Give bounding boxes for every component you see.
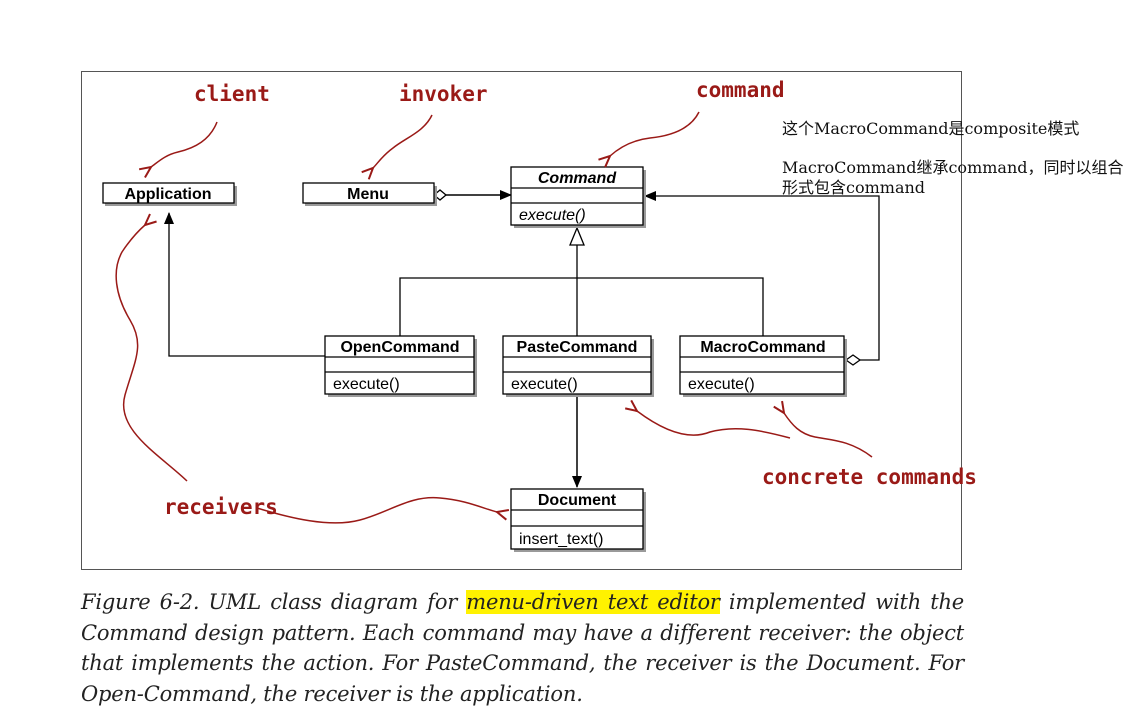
- class-open-command-operation: execute(): [333, 376, 400, 393]
- annotation-concrete-commands: concrete commands: [762, 465, 977, 489]
- generalization-lines: [399, 226, 764, 336]
- annotation-receivers-arrow-right: [256, 496, 497, 524]
- caption-before: Figure 6-2. UML class diagram for: [81, 590, 467, 614]
- annotation-invoker-arrow: [373, 114, 433, 168]
- class-document[interactable]: Document insert_text(): [510, 488, 646, 552]
- class-paste-command-name: PasteCommand: [517, 339, 638, 356]
- macro-command-aggregation: [644, 191, 880, 366]
- class-open-command-name: OpenCommand: [340, 339, 459, 356]
- class-document-name: Document: [538, 492, 617, 509]
- class-application-name: Application: [124, 186, 211, 203]
- class-paste-command[interactable]: PasteCommand execute(): [502, 335, 654, 397]
- annotation-concrete-arrow-left: [637, 411, 791, 439]
- diagram-frame: [81, 71, 962, 570]
- uml-class-diagram: Application Menu Command execute() OpenC…: [102, 78, 977, 552]
- class-macro-command-name: MacroCommand: [700, 339, 825, 356]
- note-composite: 这个MacroCommand是composite模式: [782, 119, 1080, 138]
- annotation-invoker: invoker: [399, 82, 488, 106]
- caption-highlight: menu-driven text editor: [466, 590, 720, 614]
- annotation-client-arrow: [151, 121, 218, 167]
- class-command-name: Command: [538, 170, 617, 187]
- annotation-concrete-arrow-right: [784, 413, 873, 458]
- class-menu-name: Menu: [347, 186, 389, 203]
- open-application-association: [164, 212, 325, 357]
- class-macro-command-operation: execute(): [688, 376, 755, 393]
- class-macro-command[interactable]: MacroCommand execute(): [679, 335, 847, 397]
- caption-after: implemented with the Command design patt…: [81, 590, 965, 706]
- annotation-command-arrow: [610, 111, 700, 156]
- note-inheritance-line2: 形式包含command: [782, 178, 926, 197]
- class-command[interactable]: Command execute(): [510, 166, 646, 228]
- class-menu[interactable]: Menu: [302, 182, 437, 206]
- class-paste-command-operation: execute(): [511, 376, 578, 393]
- class-document-operation: insert_text(): [519, 531, 603, 548]
- class-open-command[interactable]: OpenCommand execute(): [324, 335, 477, 397]
- note-inheritance-line1: MacroCommand继承command，同时以组合: [782, 158, 1124, 177]
- class-application[interactable]: Application: [102, 182, 237, 206]
- figure-caption: Figure 6-2. UML class diagram for menu-d…: [81, 587, 964, 709]
- annotation-receivers: receivers: [164, 495, 278, 519]
- annotation-client: client: [194, 82, 270, 106]
- menu-command-association: [432, 189, 512, 201]
- annotation-receivers-arrow-up: [115, 225, 188, 482]
- annotation-command: command: [696, 78, 785, 102]
- class-command-operation: execute(): [519, 207, 586, 224]
